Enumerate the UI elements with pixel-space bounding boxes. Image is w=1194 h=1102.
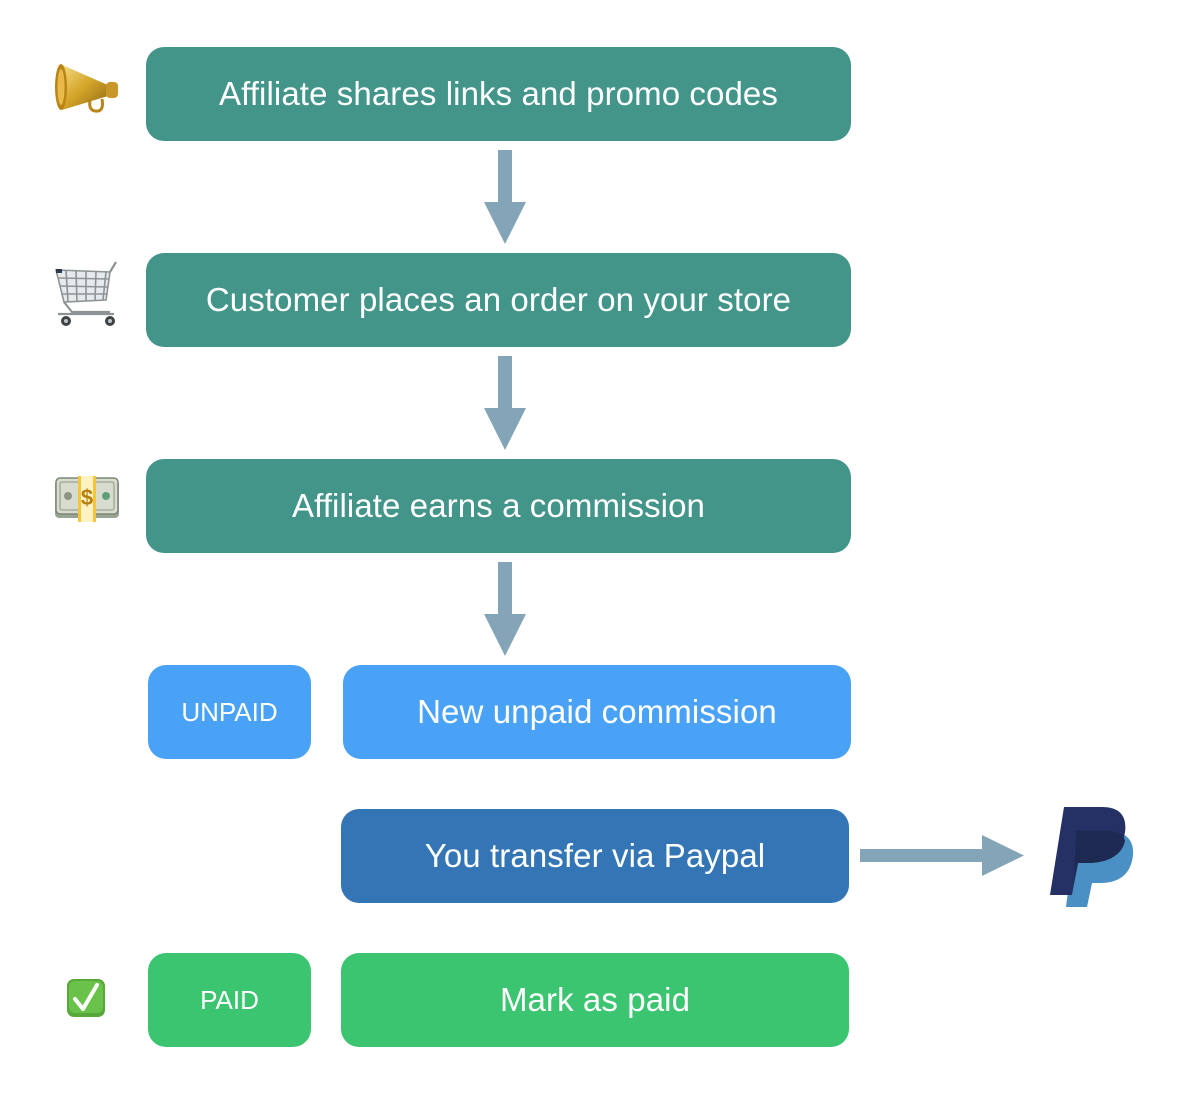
unpaid-label: New unpaid commission [417, 693, 777, 730]
paypal-logo-icon [1046, 805, 1138, 909]
paid-label: Mark as paid [499, 981, 691, 1018]
down-arrow [484, 150, 526, 244]
new-unpaid-commission: New unpaid commission [343, 665, 851, 759]
unpaid-badge-label: UNPAID [181, 696, 278, 727]
step-earn-commission: Affiliate earns a commission [146, 459, 851, 553]
check-mark-icon [66, 978, 106, 1018]
step-share-links: Affiliate shares links and promo codes [146, 47, 851, 141]
step-label: Affiliate shares links and promo codes [219, 75, 778, 112]
right-arrow [860, 835, 1024, 876]
shopping-cart-icon [52, 260, 122, 328]
svg-text:$: $ [81, 485, 93, 510]
down-arrow [484, 562, 526, 656]
transfer-label: You transfer via Paypal [424, 837, 766, 874]
money-stack-icon: $ [54, 476, 120, 522]
step-customer-order: Customer places an order on your store [146, 253, 851, 347]
step-label: Customer places an order on your store [205, 281, 792, 318]
megaphone-icon [52, 58, 122, 118]
mark-as-paid: Mark as paid [341, 953, 849, 1047]
paid-badge: PAID [148, 953, 311, 1047]
transfer-via-paypal: You transfer via Paypal [341, 809, 849, 903]
paid-badge-label: PAID [200, 984, 259, 1015]
step-label: Affiliate earns a commission [291, 487, 706, 524]
unpaid-badge: UNPAID [148, 665, 311, 759]
down-arrow [484, 356, 526, 450]
